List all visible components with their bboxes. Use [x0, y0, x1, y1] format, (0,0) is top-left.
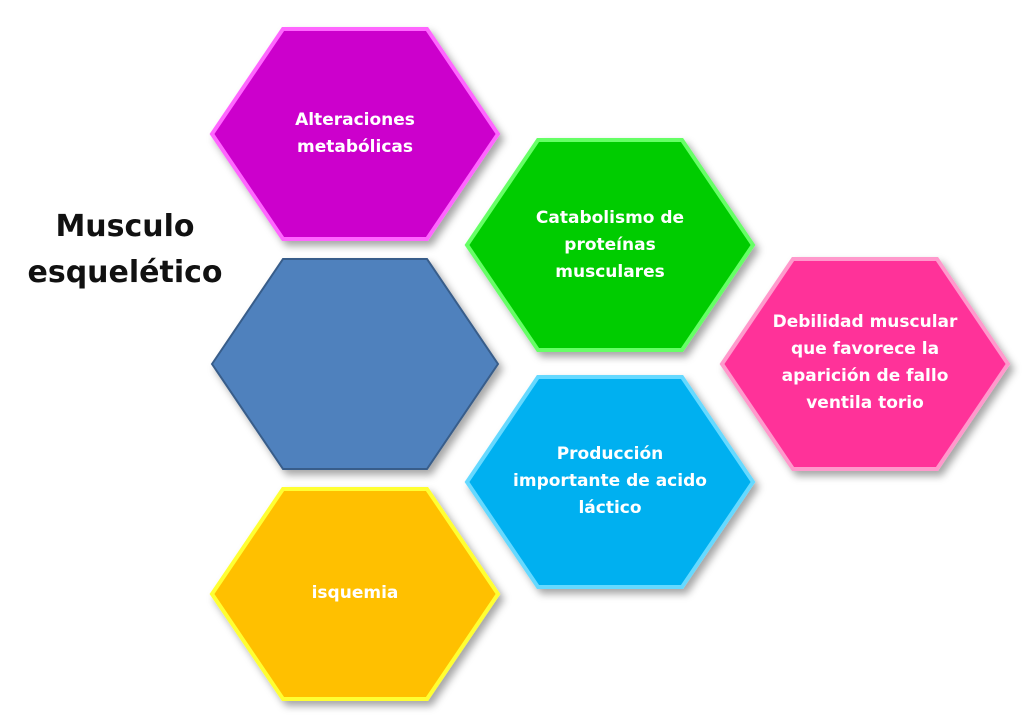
hex-label-center: [230, 272, 480, 452]
hex-label-debilidad: Debilidad muscular que favorece la apari…: [772, 312, 958, 413]
title-line-2: esquelético: [27, 255, 223, 290]
hex-isquemia: [209, 487, 501, 701]
hex-produccion: [464, 375, 756, 589]
hex-alteraciones: [209, 27, 501, 241]
hex-label-catabolismo: Catabolismo de proteínas musculares: [535, 207, 685, 282]
hex-catabolismo: [464, 138, 756, 352]
hex-label-produccion: Producción importante de acido láctico: [513, 443, 707, 518]
hex-label-isquemia: isquemia: [311, 582, 399, 603]
hex-label-alteraciones: Alteraciones metabólicas: [295, 110, 415, 157]
diagram-title: Musculo esquelético: [20, 204, 230, 296]
hex-debilidad: [719, 257, 1011, 471]
title-line-1: Musculo: [55, 209, 195, 244]
hex-center: [210, 258, 500, 470]
